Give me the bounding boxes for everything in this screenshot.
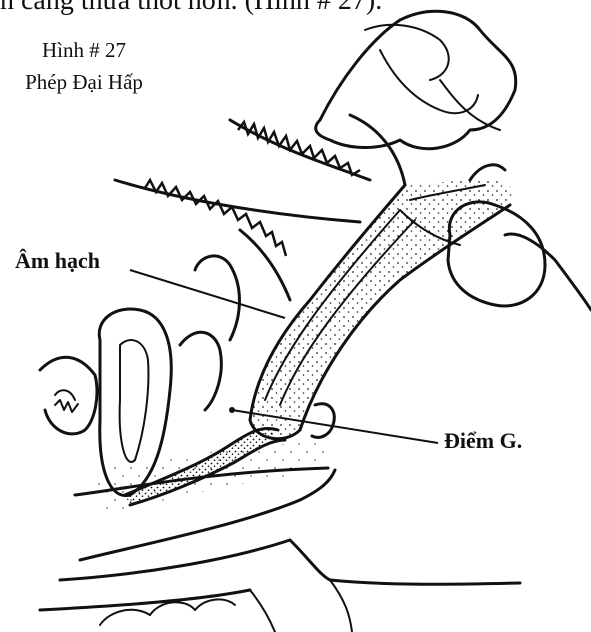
- am-hach-leader-line: [130, 270, 285, 318]
- lower-body-outline: [40, 440, 520, 632]
- label-diem-g: Điểm G.: [444, 428, 522, 454]
- label-am-hach: Âm hạch: [15, 248, 100, 274]
- shaft: [250, 115, 514, 439]
- diem-g-point-marker: [229, 407, 235, 413]
